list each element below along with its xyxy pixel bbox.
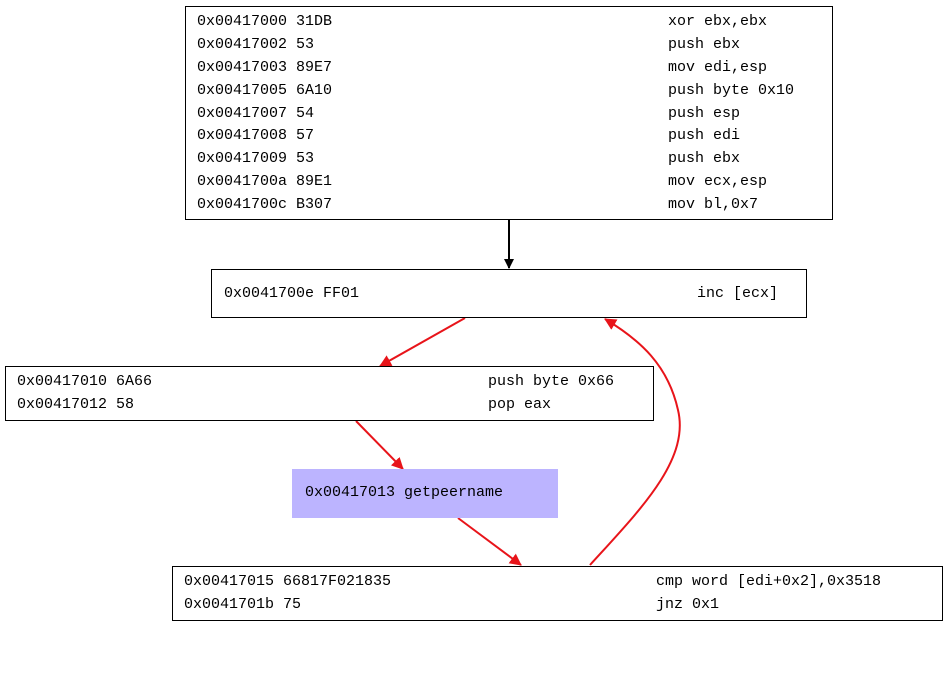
mnemonic: mov bl,0x7 [668,196,759,213]
instruction-line: 0x00417008 57 push edi [186,125,832,147]
instruction-line: 0x00417009 53 push ebx [186,148,832,170]
edge-b2-to-b3 [355,420,404,470]
mnemonic: push esp [668,105,741,122]
address-opcode: 0x00417007 54 [197,105,315,122]
instruction-line: 0x00417010 6A66 push byte 0x66 [6,371,653,393]
mnemonic: cmp word [edi+0x2],0x3518 [656,573,882,590]
instruction-line: 0x00417003 89E7 mov edi,esp [186,57,832,79]
instruction-line: 0x00417013 getpeername [292,482,558,504]
mnemonic: push byte 0x66 [488,373,615,390]
address-opcode: 0x00417002 53 [197,36,315,53]
instruction-line: 0x0041700c B307 mov bl,0x7 [186,194,832,216]
mnemonic: mov ecx,esp [668,173,768,190]
address-opcode: 0x00417003 89E7 [197,59,333,76]
instruction-line: 0x00417002 53 push ebx [186,34,832,56]
address-opcode: 0x00417008 57 [197,127,315,144]
mnemonic: inc [ecx] [697,285,779,302]
control-flow-edges [355,220,681,566]
instruction-line: 0x00417015 66817F021835 cmp word [edi+0x… [173,571,942,593]
instruction-line: 0x00417012 58 pop eax [6,394,653,416]
address-opcode: 0x0041701b 75 [184,596,302,613]
instruction-line: 0x0041700e FF01 inc [ecx] [212,283,806,305]
address-opcode: 0x0041700e FF01 [224,285,360,302]
mnemonic: push ebx [668,150,741,167]
basic-block-00417010: 0x00417010 6A66 push byte 0x66 0x0041701… [5,366,654,421]
api-call-label: 0x00417013 getpeername [305,484,504,501]
address-opcode: 0x0041700a 89E1 [197,173,333,190]
instruction-line: 0x00417000 31DB xor ebx,ebx [186,11,832,33]
mnemonic: push ebx [668,36,741,53]
basic-block-00417015: 0x00417015 66817F021835 cmp word [edi+0x… [172,566,943,621]
address-opcode: 0x00417009 53 [197,150,315,167]
address-opcode: 0x00417015 66817F021835 [184,573,392,590]
mnemonic: xor ebx,ebx [668,13,768,30]
address-opcode: 0x00417012 58 [17,396,135,413]
address-opcode: 0x00417000 31DB [197,13,333,30]
mnemonic: mov edi,esp [668,59,768,76]
address-opcode: 0x00417010 6A66 [17,373,153,390]
basic-block-0041700e: 0x0041700e FF01 inc [ecx] [211,269,807,318]
instruction-line: 0x00417007 54 push esp [186,103,832,125]
address-opcode: 0x00417005 6A10 [197,82,333,99]
instruction-line: 0x0041701b 75 jnz 0x1 [173,594,942,616]
edge-b1-to-b2 [379,317,466,367]
basic-block-0041700: 0x00417000 31DB xor ebx,ebx 0x00417002 5… [185,6,833,220]
instruction-line: 0x00417005 6A10 push byte 0x10 [186,80,832,102]
address-opcode: 0x0041700c B307 [197,196,333,213]
mnemonic: jnz 0x1 [656,596,720,613]
mnemonic: pop eax [488,396,552,413]
edge-b3-to-b4 [457,517,522,566]
mnemonic: push byte 0x10 [668,82,795,99]
edge-b4-loop-to-b1 [589,318,681,566]
instruction-line: 0x0041700a 89E1 mov ecx,esp [186,171,832,193]
mnemonic: push edi [668,127,741,144]
api-call-block-getpeername: 0x00417013 getpeername [292,469,558,518]
